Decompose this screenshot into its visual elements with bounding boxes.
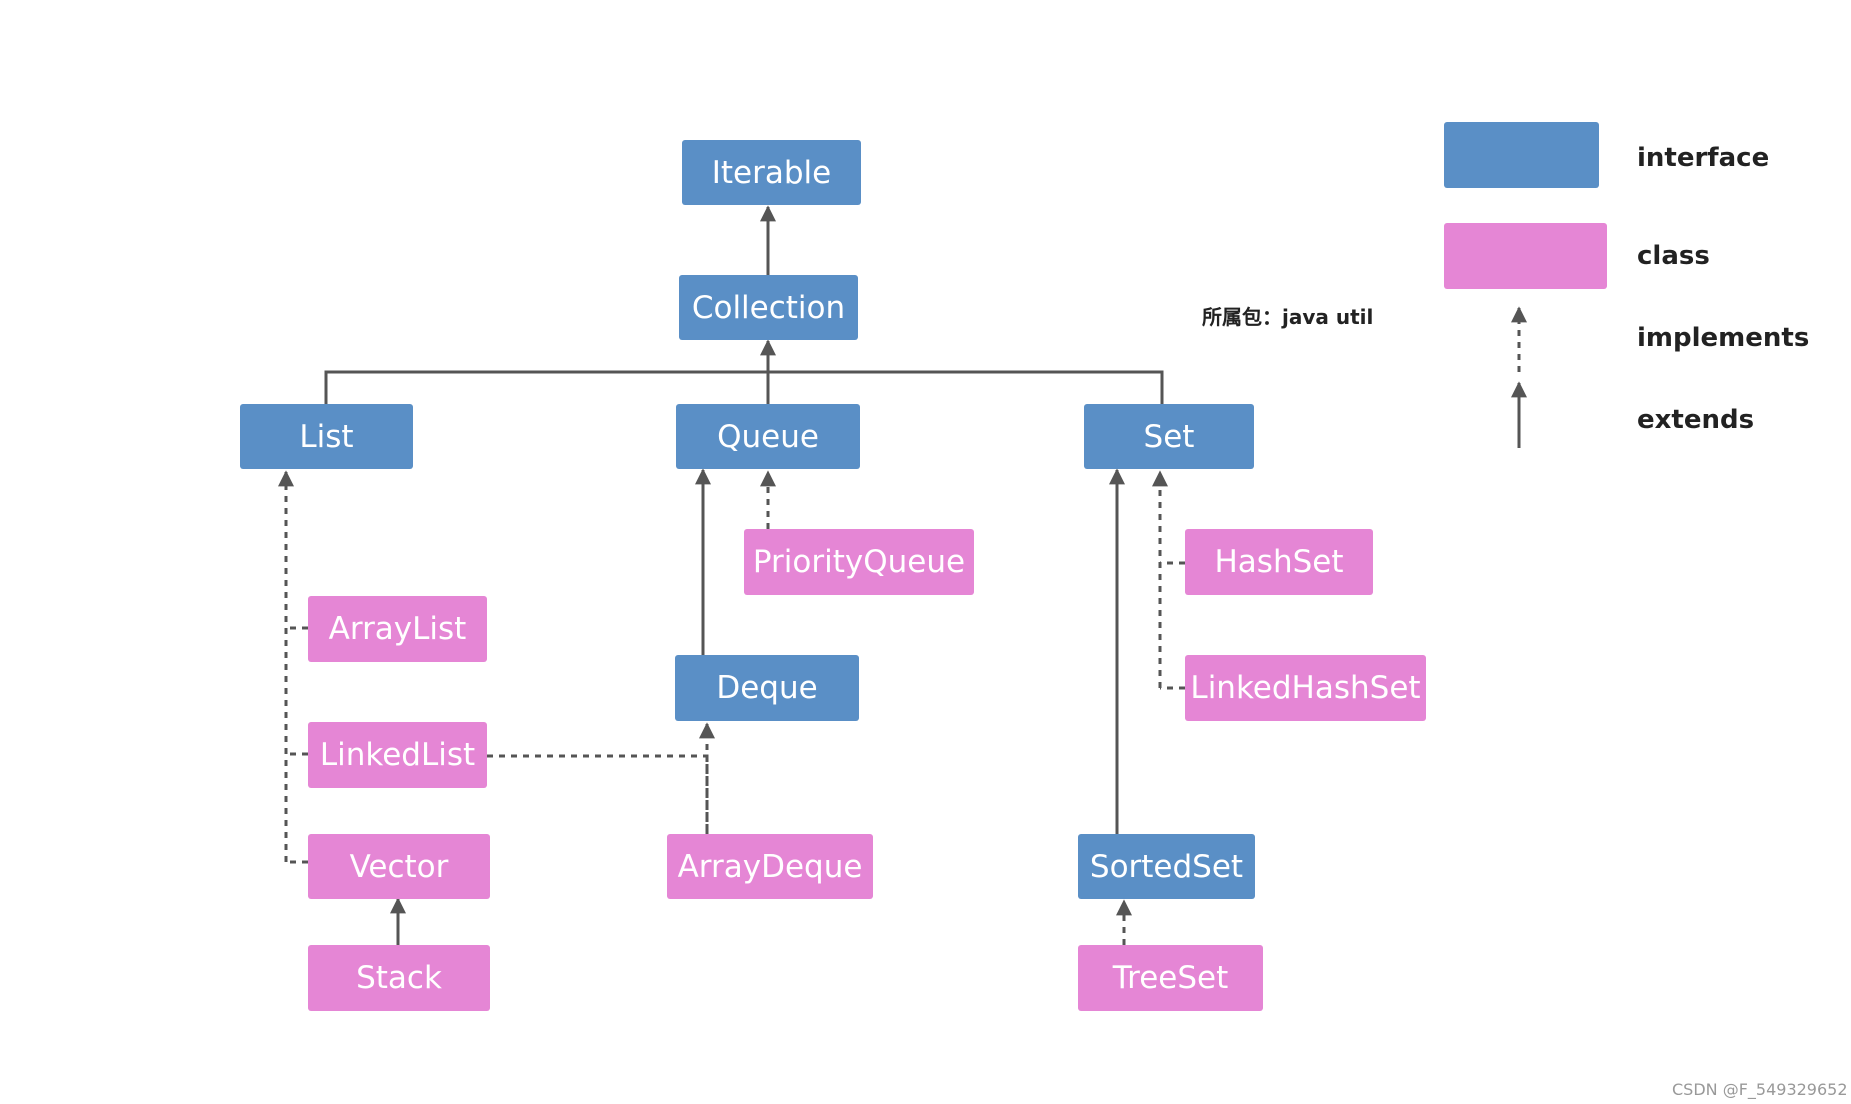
legend-class-swatch — [1444, 223, 1607, 289]
node-set: Set — [1084, 404, 1254, 469]
node-treeset: TreeSet — [1078, 945, 1263, 1011]
legend-class-label: class — [1637, 241, 1710, 271]
node-queue: Queue — [676, 404, 860, 469]
legend-extends-label: extends — [1637, 405, 1755, 435]
node-hashset: HashSet — [1185, 529, 1373, 595]
node-arraylist: ArrayList — [308, 596, 487, 662]
legend-interface-swatch — [1444, 122, 1599, 188]
node-priorityqueue: PriorityQueue — [744, 529, 974, 595]
node-deque: Deque — [675, 655, 859, 721]
edge-subinterfaces-extend-collection — [324, 370, 1164, 404]
edge-linkedlist-implements-deque — [487, 754, 709, 834]
node-linkedlist: LinkedList — [308, 722, 487, 788]
legend-implements-label: implements — [1637, 323, 1810, 353]
node-stack: Stack — [308, 945, 490, 1011]
node-list: List — [240, 404, 413, 469]
node-linkedhashset: LinkedHashSet — [1185, 655, 1426, 721]
node-sortedset: SortedSet — [1078, 834, 1255, 899]
node-arraydeque: ArrayDeque — [667, 834, 873, 899]
package-note: 所属包：java util — [1202, 305, 1374, 329]
node-iterable: Iterable — [682, 140, 861, 205]
legend-interface-label: interface — [1637, 143, 1770, 173]
node-collection: Collection — [679, 275, 858, 340]
node-vector: Vector — [308, 834, 490, 899]
watermark: CSDN @F_549329652 — [1672, 1080, 1848, 1099]
